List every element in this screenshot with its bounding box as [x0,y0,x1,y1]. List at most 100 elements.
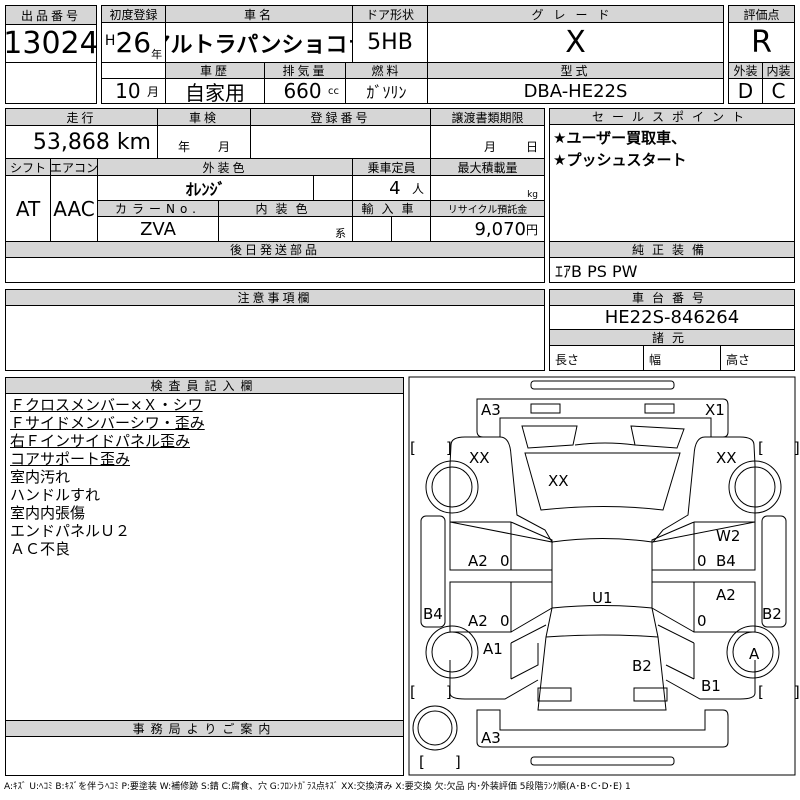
bracket-rr: [ ] [758,683,800,701]
mark-trunk: B2 [632,657,652,675]
import-cell [391,216,431,242]
bracket-rl: [ ] [410,683,452,701]
note-line: Ｆサイドメンバーシワ・歪み [10,414,205,432]
fender-left [449,436,553,543]
blank [313,175,353,201]
int-score-label: 内装 [762,62,795,79]
int-score: C [762,78,795,104]
ext-color: ｵﾚﾝｼﾞ [97,175,314,201]
displacement-label: 排気量 [264,62,346,79]
spec-height: 高さ [720,345,795,371]
lot-blank [5,62,97,104]
ac-label: エアコン [50,158,98,176]
inspection-date: 年月 [157,125,251,159]
equipment: ｴｱB PS PW [549,257,795,283]
mileage-label: 走行 [5,108,158,126]
office-body [5,736,404,776]
recycle-value: 9,070 [474,218,526,240]
grade: X [427,22,724,63]
car-name-label: 車名 [165,5,353,23]
fuel: ｶﾞｿﾘﾝ [345,78,428,104]
zero-mark: 0 [500,612,510,630]
import-label: 輸入車 [352,200,431,217]
ext-color-label: 外装色 [97,158,353,176]
sales-point: ★プッシュスタート [553,151,687,169]
wheel-fl [431,466,473,508]
plate-label: 登録番号 [250,108,431,126]
trunk [537,607,667,711]
mark-roof: U1 [592,589,613,607]
mark-door-fr-1: W2 [716,527,740,545]
displacement-unit: cc [328,85,339,97]
mark-wheel-rr: A [749,645,760,663]
inspection-month-unit: 月 [218,140,231,154]
reg-month: 10 [115,79,141,103]
headlight-left [530,403,561,414]
overall-score: R [728,22,795,63]
ac: AAC [50,175,98,242]
color-no-label: カラーNo. [97,200,219,217]
mark-quarter-right: B1 [701,677,721,695]
mark-door-rr: A2 [716,586,736,604]
headlight-right [644,403,675,414]
front-bar [530,380,675,390]
color-no: ZVA [97,216,219,242]
ext-score-label: 外装 [728,62,763,79]
door-type: 5HB [352,22,428,63]
note-line: コアサポート歪み [10,450,131,468]
rear-fenders [449,660,756,700]
note-line: ハンドルすれ [10,486,101,504]
diagram-frame [408,376,796,776]
grade-label: グレード [427,5,724,23]
mark-door-fr-2: B4 [716,552,736,570]
transfer-day-unit: 日 [525,140,538,154]
transfer-month-unit: 月 [483,140,496,154]
mark-door-fl: A2 [468,552,488,570]
specs-label: 諸元 [549,329,795,346]
plate-number [250,125,431,159]
mark-fender-fr: XX [716,449,737,467]
mark-hood: XX [548,472,569,490]
int-color-label: 内装色 [218,200,353,217]
mark-fender-fl: XX [469,449,490,467]
quarters [510,624,695,680]
rear-bar [530,756,675,766]
note-line: 室内汚れ [10,468,71,486]
chassis-label: 車台番号 [549,289,795,306]
transfer-date: 月日 [430,125,545,159]
chassis-number: HE22S-846264 [549,305,795,330]
recycle-label: リサイクル預託金 [430,200,545,217]
lot-label: 出品番号 [5,5,97,25]
mark-rear-bumper: A3 [481,729,501,747]
mark-front-bumper-right: X1 [705,401,725,419]
note-line: 右Ｆインサイドパネル歪み [10,432,191,450]
grille [521,425,685,449]
spare-tire [417,710,453,746]
capacity-unit: 人 [411,181,424,196]
max-load-label: 最大積載量 [430,158,545,176]
sales-points: ★ユーザー買取車、 ★プッシュスタート [549,124,795,242]
displacement: 660 cc [264,78,346,104]
ext-score: D [728,78,763,104]
reg-year: 26 [115,26,152,59]
bracket-fr: [ ] [758,439,800,457]
mark-door-rl: A2 [468,612,488,630]
model-code: DBA-HE22S [427,78,724,104]
note-line: Ｆクロスメンバー×Ｘ・シワ [10,396,203,414]
import-cell [352,216,392,242]
zero-mark: 0 [697,552,707,570]
spec-length: 長さ [549,345,644,371]
fuel-label: 燃料 [345,62,428,79]
year-unit: 年 [151,48,163,61]
capacity-value: 4 [389,177,401,199]
history-label: 車歴 [165,62,265,79]
blank [101,62,166,79]
mark-sill-left: B4 [423,605,443,623]
legend: A:ｷｽﾞ U:ﾍｺﾐ B:ｷｽﾞを伴うﾍｺﾐ P:要塗装 W:補修跡 S:錆 … [4,782,631,792]
caution-label: 注意事項欄 [5,289,545,306]
mark-quarter-left: A1 [483,640,503,658]
office-label: 事務局よりご案内 [5,720,404,737]
score-label: 評価点 [728,5,795,23]
first-reg-year: H 26 年 [101,22,166,63]
caution-body [5,305,545,371]
